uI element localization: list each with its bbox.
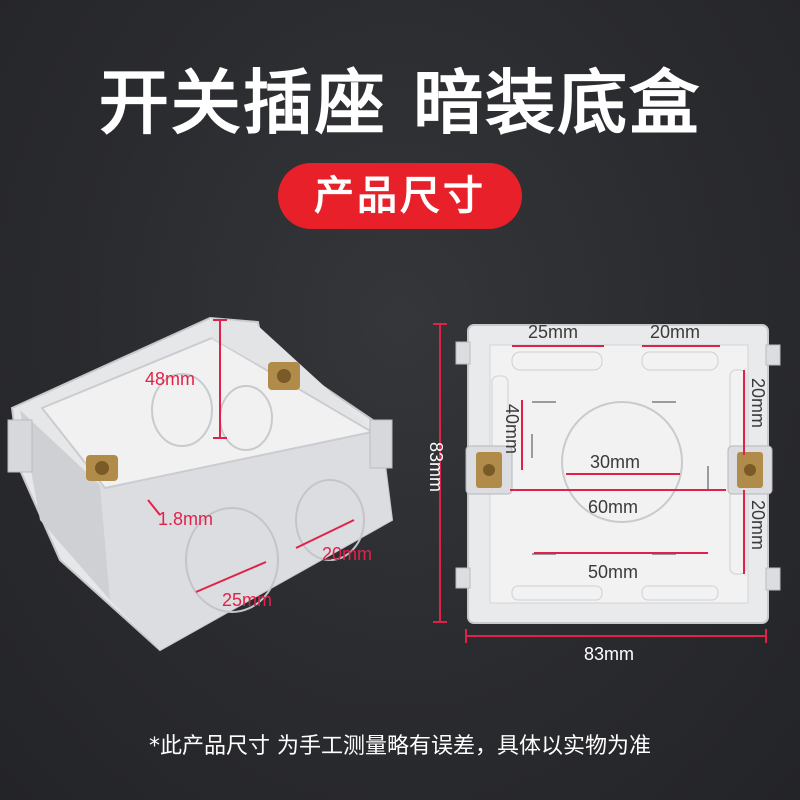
dim-top-left-label: 25mm [528,322,578,342]
dim-knockout-large-label: 25mm [222,590,272,610]
footer-disclaimer: *此产品尺寸 为手工测量略有误差，具体以实物为准 [149,734,651,759]
front-knockout-1 [185,507,279,613]
screw-left-icon [465,445,513,495]
dim-side-right-top-label: 20mm [748,378,768,428]
bottom-left-knockout [511,585,603,601]
tab-bl [455,567,471,589]
top-left-knockout [511,351,603,371]
top-right-knockout [641,351,719,371]
dim-height-label: 48mm [145,369,195,389]
screw-right-icon [727,445,773,495]
right-box-floor [531,401,709,555]
dim-side-left-label: 40mm [502,404,522,454]
dim-wall-label: 1.8mm [158,509,213,529]
dim-outer-height-label: 83mm [426,442,446,492]
dim-top-right-label: 20mm [650,322,700,342]
dim-outer-width-label: 83mm [584,644,634,664]
dim-center-span-label: 60mm [588,497,638,517]
center-knockout [561,401,683,523]
inner-knockout-1 [151,373,213,447]
screw-bracket-left-icon [86,455,118,481]
right-tab [369,419,393,469]
tab-tl [455,341,471,365]
tab-br [765,567,781,591]
box-left-face [20,410,110,600]
left-tab [7,419,33,473]
dim-knockout-small-label: 20mm [322,544,372,564]
tab-tr [765,344,781,366]
screw-bracket-right-icon [268,362,300,390]
dim-center-circle-label: 30mm [590,452,640,472]
box-front-face [100,428,392,650]
front-knockout-2 [295,479,365,561]
dim-side-right-bottom-label: 20mm [748,500,768,550]
dim-bottom-inner-label: 50mm [588,562,638,582]
poster-title: 开关插座 暗装底盒 [98,62,702,144]
dimension-badge: 产品尺寸 [278,163,522,229]
bottom-right-knockout [641,585,719,601]
